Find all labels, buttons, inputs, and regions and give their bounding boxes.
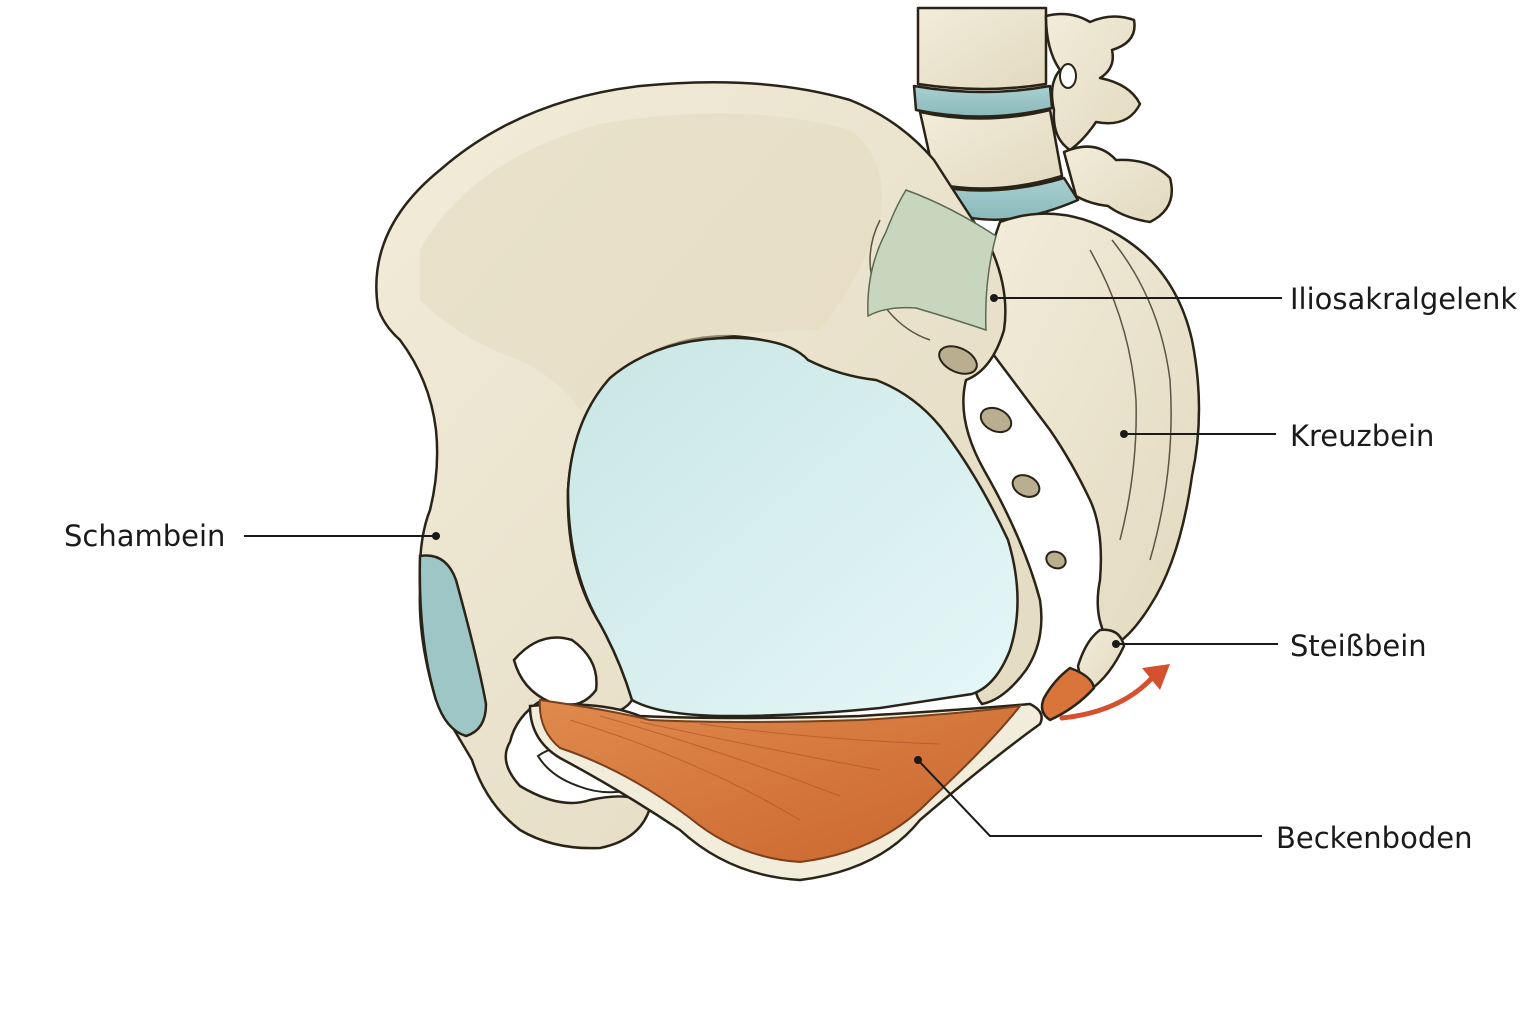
label-beckenboden: Beckenboden [1276, 821, 1472, 855]
pelvic-inlet [566, 336, 1019, 718]
label-schambein: Schambein [64, 519, 225, 553]
lumbar-spine [912, 6, 1173, 224]
arrow-head [1142, 664, 1170, 690]
sacroiliac-ligament [867, 189, 997, 332]
label-kreuzbein: Kreuzbein [1290, 419, 1434, 453]
curved-arrow-up-right-icon [1059, 675, 1155, 721]
leader-lines [244, 294, 1282, 837]
pelvic-floor [528, 698, 1043, 882]
label-iliosakralgelenk: Iliosakralgelenk [1290, 282, 1517, 316]
pubic-symphysis [418, 554, 488, 738]
label-steissbein: Steißbein [1290, 629, 1427, 663]
